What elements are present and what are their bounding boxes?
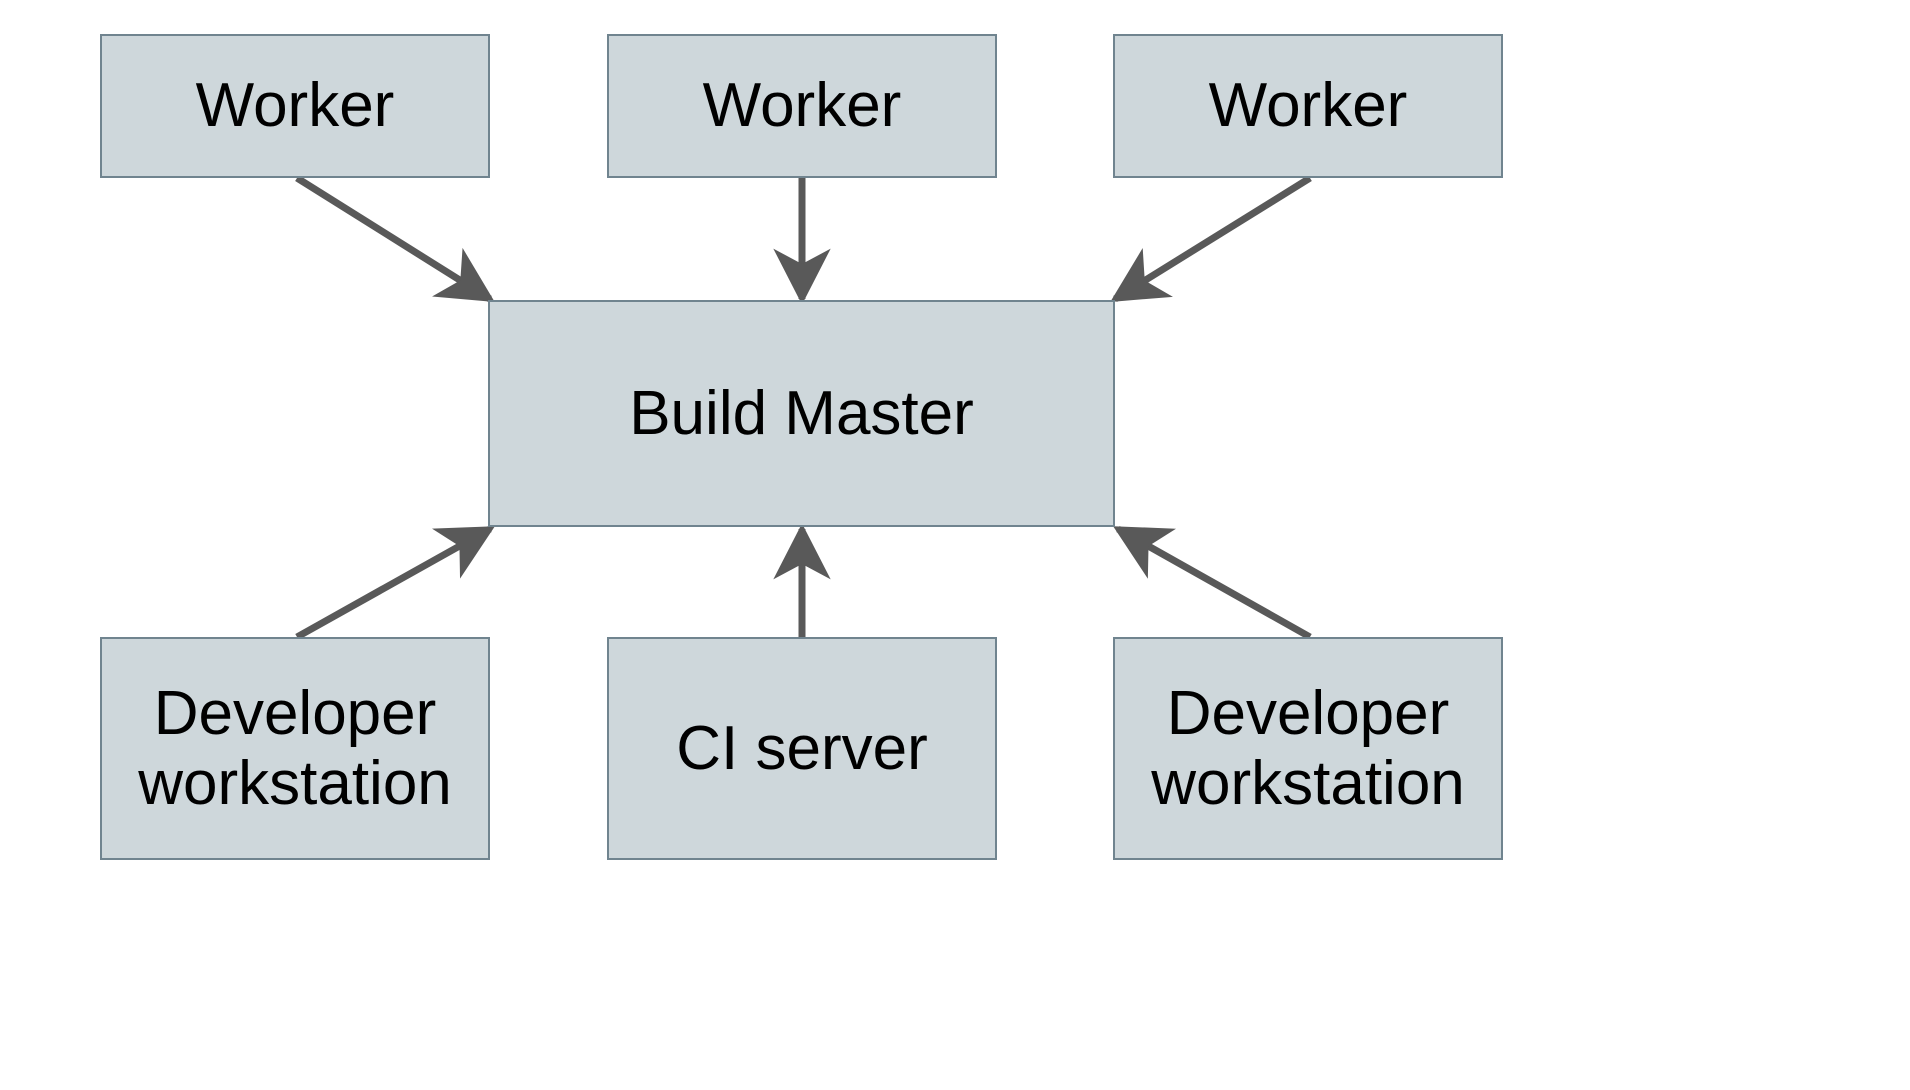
node-worker-left[interactable]: Worker — [100, 34, 490, 178]
node-build-master-label: Build Master — [629, 378, 974, 448]
edge-dev-left-to-master — [295, 525, 495, 641]
node-worker-center-label: Worker — [702, 71, 902, 141]
node-worker-center[interactable]: Worker — [607, 34, 997, 178]
node-worker-right-label: Worker — [1208, 71, 1408, 141]
node-developer-workstation-right-label: Developer workstation — [1151, 679, 1465, 818]
node-worker-left-label: Worker — [195, 71, 395, 141]
edge-dev-right-to-master — [1113, 525, 1312, 641]
node-developer-workstation-right[interactable]: Developer workstation — [1113, 637, 1503, 860]
edge-worker-right-to-master — [1110, 175, 1312, 302]
node-ci-server-label: CI server — [676, 713, 928, 783]
node-developer-workstation-left[interactable]: Developer workstation — [100, 637, 490, 860]
node-developer-workstation-left-label: Developer workstation — [138, 679, 452, 818]
node-build-master[interactable]: Build Master — [488, 300, 1115, 527]
node-worker-right[interactable]: Worker — [1113, 34, 1503, 178]
node-ci-server[interactable]: CI server — [607, 637, 997, 860]
edge-worker-left-to-master — [295, 175, 495, 302]
